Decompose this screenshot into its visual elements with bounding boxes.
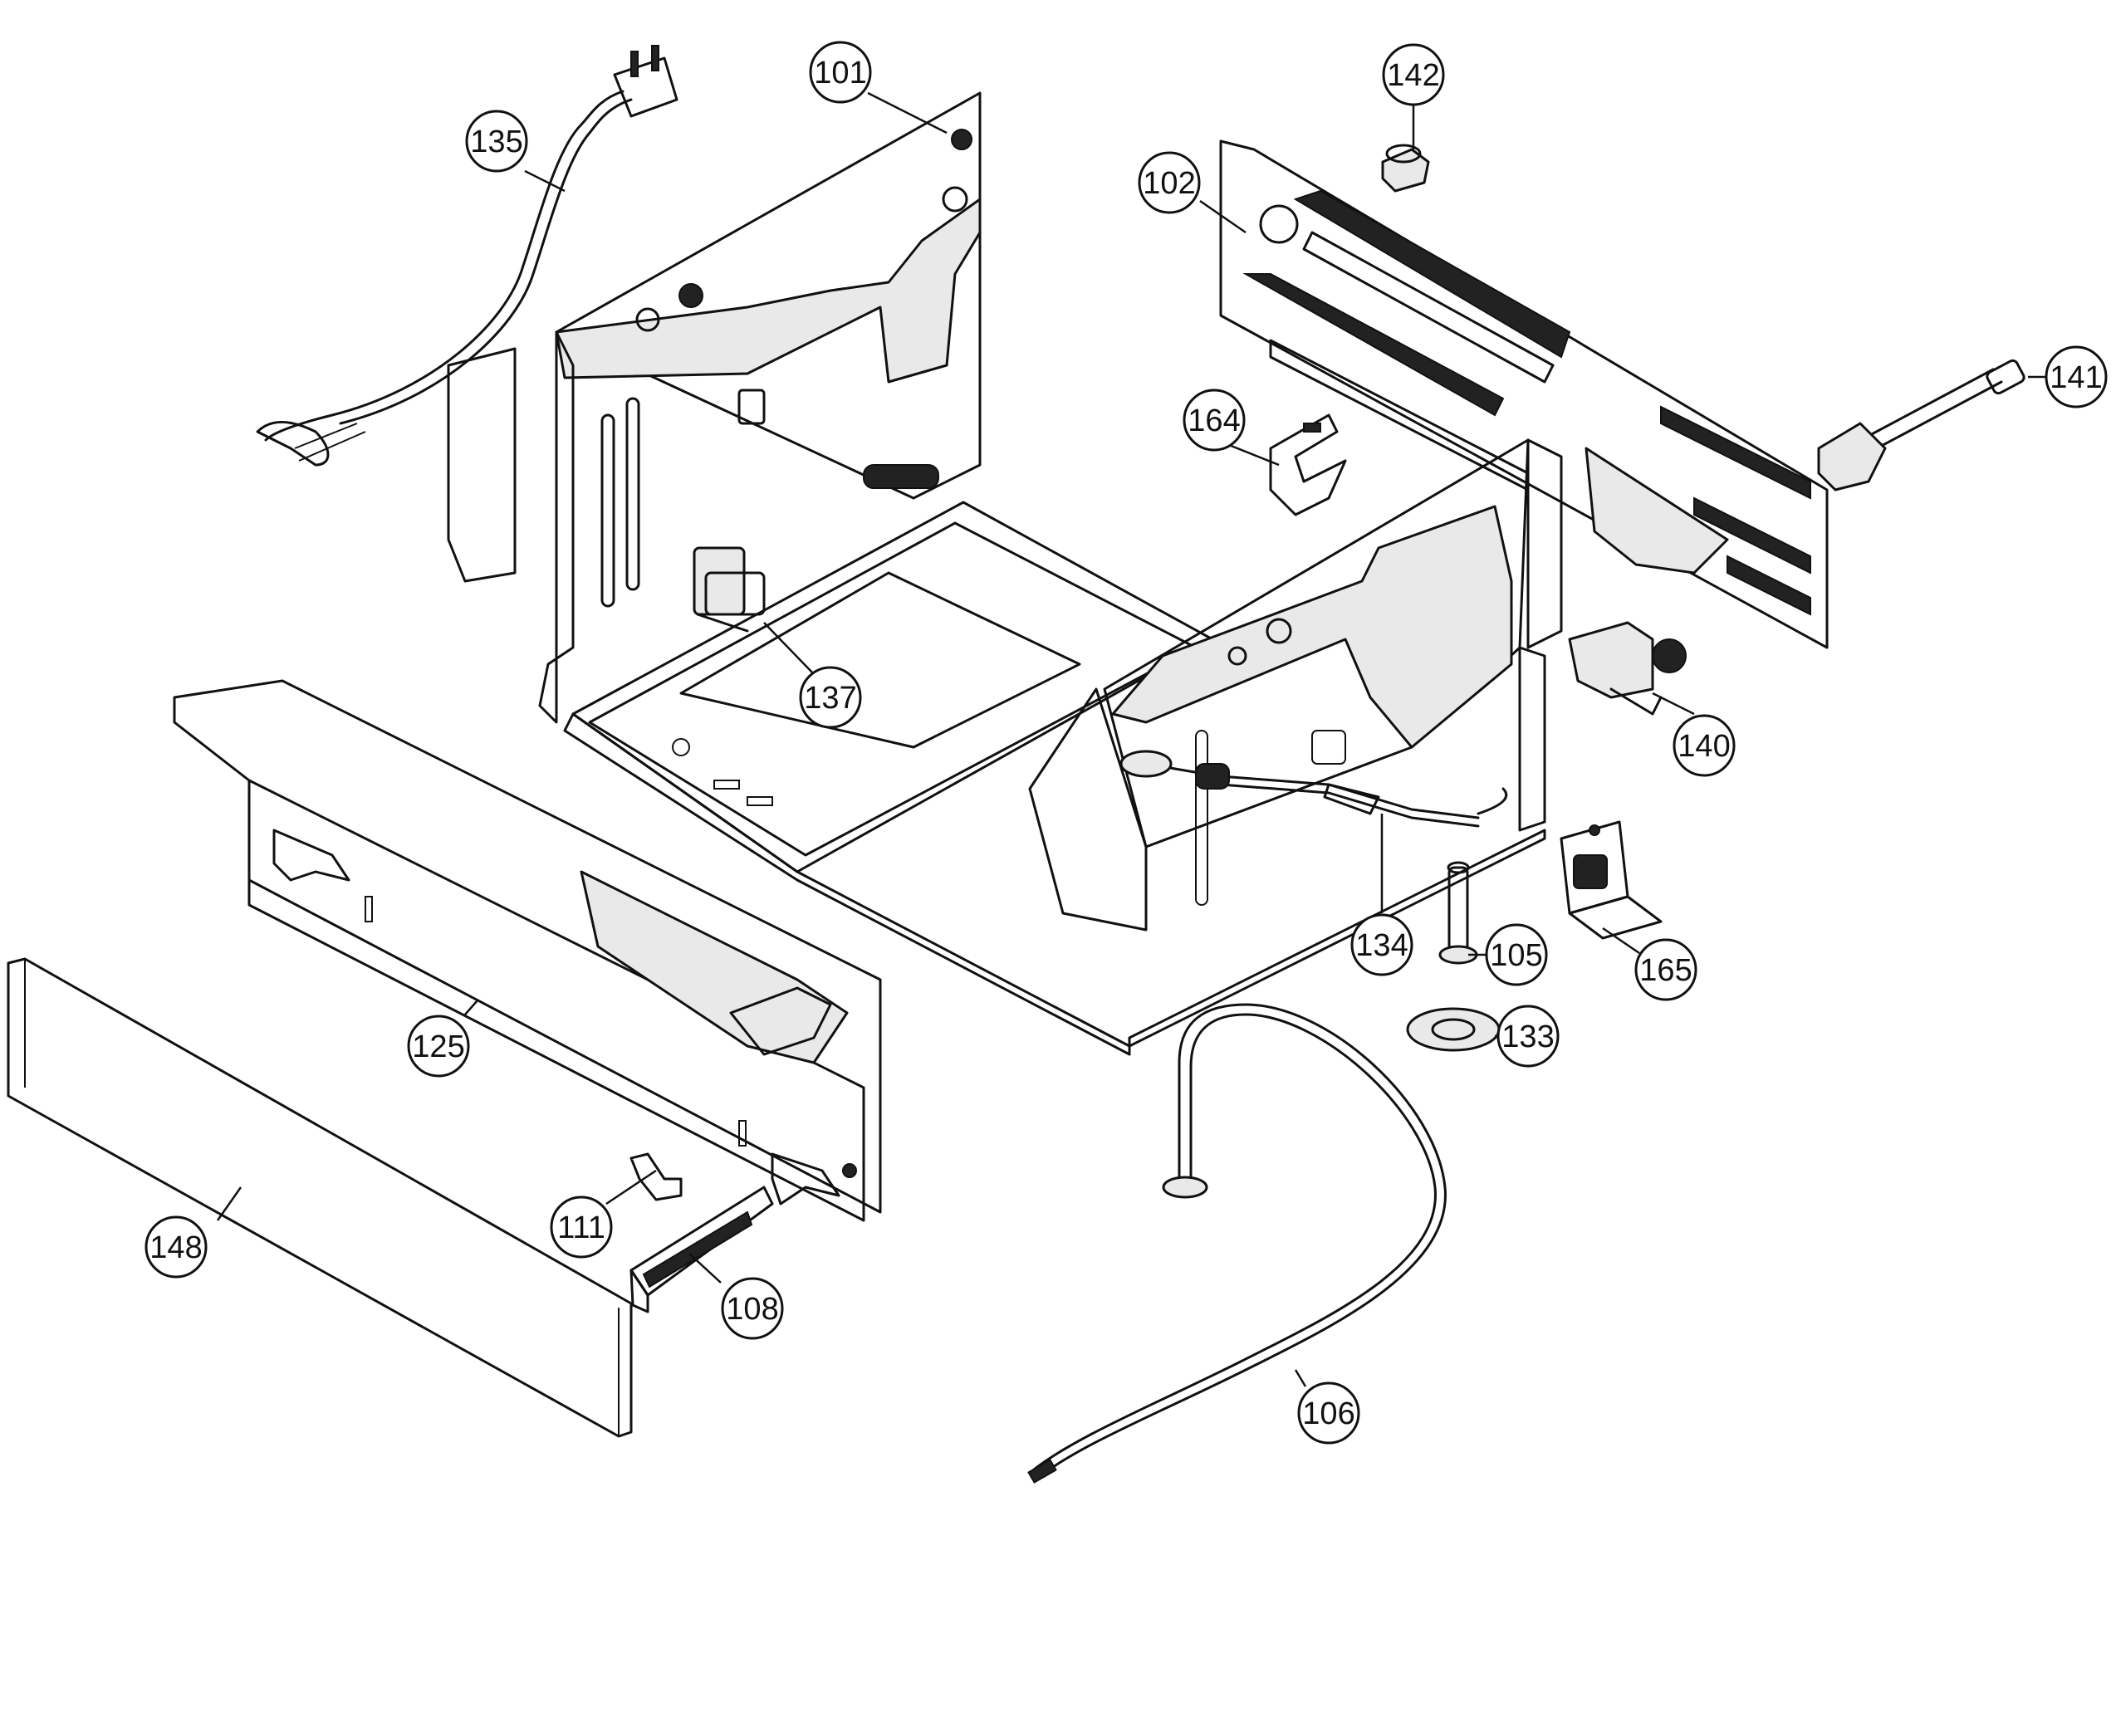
callout-105: 105	[1485, 923, 1548, 986]
leader-108	[688, 1253, 722, 1284]
part-133-foot-plate	[1406, 1007, 1501, 1052]
callout-label-102: 102	[1143, 166, 1195, 201]
leader-111	[605, 1169, 657, 1205]
callout-111: 111	[550, 1196, 613, 1259]
callout-140: 140	[1673, 714, 1736, 777]
callout-134: 134	[1350, 913, 1413, 976]
part-135-power-cord	[256, 45, 678, 467]
callout-165: 165	[1634, 938, 1697, 1001]
part-148-toe-kick-panel	[7, 957, 633, 1438]
callout-101: 101	[809, 41, 872, 104]
part-164-bracket	[1269, 413, 1347, 516]
callout-label-137: 137	[804, 681, 856, 716]
callout-148: 148	[144, 1215, 208, 1279]
part-140-inlet-valve	[1568, 621, 1687, 716]
part-137-float-switch	[693, 546, 766, 633]
callout-label-141: 141	[2050, 360, 2102, 395]
part-105-leveling-leg	[1438, 861, 1478, 965]
callout-135: 135	[465, 110, 528, 173]
part-165-mounting-bracket	[1560, 820, 1663, 940]
leader-106	[1294, 1369, 1307, 1387]
callout-label-101: 101	[814, 56, 866, 90]
callout-label-133: 133	[1501, 1020, 1554, 1054]
callout-label-125: 125	[412, 1029, 464, 1064]
part-102-rear-rail	[1219, 139, 1829, 649]
callout-137: 137	[799, 666, 862, 729]
leader-101	[867, 91, 948, 134]
callout-label-135: 135	[470, 125, 522, 159]
part-125-front-support	[173, 679, 882, 1222]
callout-label-106: 106	[1302, 1396, 1354, 1431]
callout-142: 142	[1382, 43, 1445, 106]
leader-135	[524, 169, 566, 193]
leader-137	[763, 622, 815, 675]
callout-label-148: 148	[149, 1230, 202, 1265]
callout-141: 141	[2045, 345, 2108, 408]
part-111-clip	[629, 1152, 683, 1201]
callout-label-165: 165	[1639, 953, 1692, 988]
leader-165	[1602, 927, 1640, 955]
callout-label-111: 111	[557, 1210, 605, 1245]
right-side-panel	[1028, 438, 1563, 932]
callout-102: 102	[1138, 151, 1201, 214]
leader-lines	[216, 91, 2048, 1387]
part-101-back-panel	[447, 91, 982, 724]
part-142-grommet	[1381, 144, 1430, 193]
part-141-fill-fitting	[1817, 359, 2025, 491]
callout-label-142: 142	[1387, 58, 1439, 93]
leader-102	[1199, 199, 1247, 234]
callout-108: 108	[721, 1277, 784, 1340]
callout-164: 164	[1183, 389, 1246, 452]
callout-label-140: 140	[1678, 729, 1730, 764]
callout-label-108: 108	[726, 1292, 778, 1327]
part-134-hose-assembly	[1119, 750, 1508, 828]
callout-133: 133	[1496, 1005, 1560, 1068]
callout-label-164: 164	[1188, 403, 1240, 438]
leader-140	[1652, 692, 1695, 716]
part-108-slide-bracket	[629, 1186, 774, 1313]
part-106-drain-hose	[1027, 1003, 1447, 1484]
callout-label-105: 105	[1490, 938, 1542, 973]
callout-125: 125	[407, 1015, 470, 1078]
leader-148	[216, 1186, 242, 1221]
callout-label-134: 134	[1355, 928, 1408, 963]
callout-106: 106	[1297, 1381, 1360, 1445]
leader-125	[464, 1000, 478, 1015]
